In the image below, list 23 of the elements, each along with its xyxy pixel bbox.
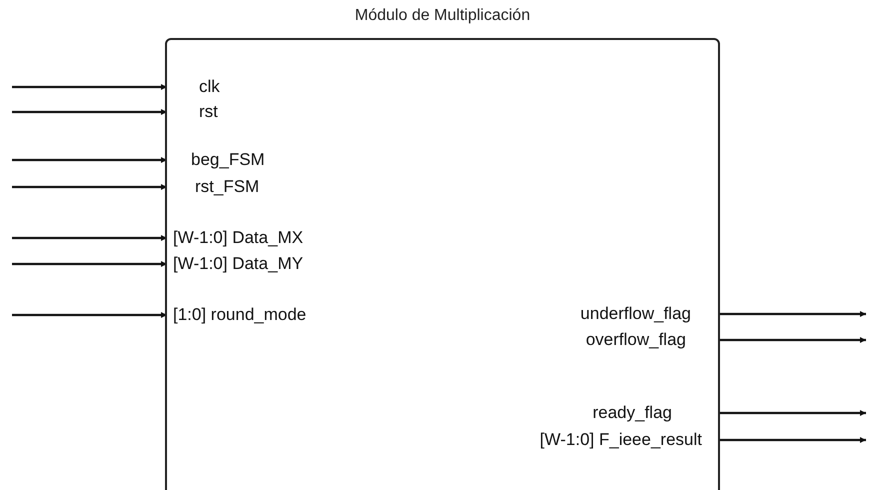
signal-arrow — [12, 109, 167, 115]
input-port-label: [1:0] round_mode — [167, 304, 306, 326]
signal-arrow — [12, 84, 167, 90]
module-title: Módulo de Multiplicación — [354, 7, 532, 25]
input-port-label: rst_FSM — [167, 176, 260, 198]
signal-arrow — [718, 311, 866, 317]
output-port-label: ready_flag — [592, 402, 718, 424]
signal-arrow — [12, 261, 167, 267]
input-port-label: clk — [167, 76, 220, 98]
input-port-label: [W-1:0] Data_MX — [167, 227, 304, 249]
signal-arrow — [718, 410, 866, 416]
input-port-label: [W-1:0] Data_MY — [167, 253, 304, 275]
input-port-label: beg_FSM — [167, 149, 265, 171]
output-port-label: [W-1:0] F_ieee_result — [540, 429, 718, 451]
output-port-label: overflow_flag — [586, 329, 718, 351]
signal-arrow — [718, 437, 866, 443]
signal-arrow — [12, 184, 167, 190]
input-port-label: rst — [167, 101, 218, 123]
signal-arrow — [718, 337, 866, 343]
signal-arrow — [12, 157, 167, 163]
signal-arrow — [12, 312, 167, 318]
output-port-label: underflow_flag — [580, 303, 718, 325]
signal-arrow — [12, 235, 167, 241]
